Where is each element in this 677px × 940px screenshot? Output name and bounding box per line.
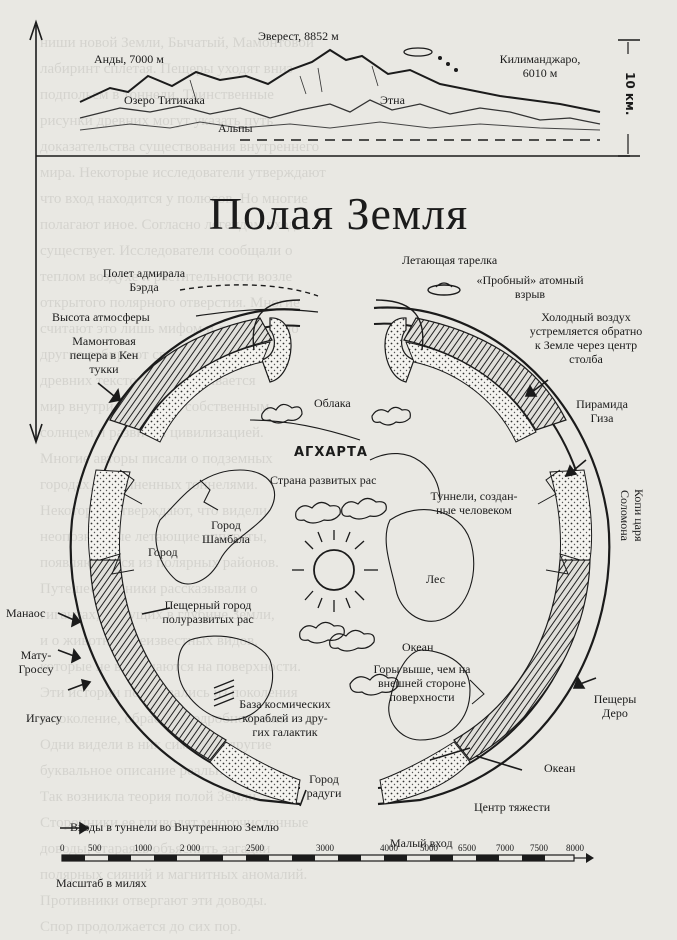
label-manaus: Манаос [6, 606, 46, 620]
scale-tick: 7000 [496, 843, 514, 853]
label-etna: Этна [380, 93, 405, 107]
label-atmosphere: Высота атмосферы [52, 310, 150, 324]
scale-tick: 6500 [458, 843, 476, 853]
label-flying-saucer: Летающая тарелка [402, 253, 498, 267]
scale-tick: 0 [60, 843, 65, 853]
page-title: Полая Земля [208, 188, 469, 239]
label-tunnel-entrances: Входы в туннели во Внутреннюю Землю [70, 820, 279, 834]
label-shambala: Город Шамбала [202, 518, 250, 546]
scale-tick: 8000 [566, 843, 584, 853]
label-agharta: АГХАРТА [294, 445, 368, 460]
scale-tick: 500 [88, 843, 102, 853]
label-titicaca: Озеро Титикака [124, 93, 205, 107]
scale-tick: 2 000 [180, 843, 201, 853]
page: ниши новой Земли, Бычатый, Мамонтовой ла… [6, 19, 646, 935]
scale-tick: 1000 [134, 843, 152, 853]
label-height-10km: 10 км. [617, 54, 637, 134]
label-rainbow-city: Город радуги [306, 772, 342, 800]
label-ocean-inner: Океан [402, 640, 434, 654]
label-king-solomon-mines: Копи царя Соломона [618, 488, 646, 542]
label-small-entrance: Малый вход [390, 836, 453, 850]
space-base-icon [213, 679, 235, 707]
label-gravity-center: Центр тяжести [474, 800, 551, 814]
scale-bar [61, 853, 594, 863]
label-space-base: База космических кораблей из дру- гих га… [239, 697, 331, 739]
label-mammoth-cave: Мамонтовая пещера в Кен тукки [69, 334, 139, 376]
label-pyramid-giza: Пирамида Гиза [576, 397, 628, 425]
label-city: Город [148, 545, 178, 559]
label-clouds: Облака [314, 396, 351, 410]
label-kilimanjaro: Килиманджаро, 6010 м [499, 52, 581, 80]
scale-tick: 2500 [246, 843, 264, 853]
label-test-explosion: «Пробный» атомный взрыв [476, 273, 584, 301]
label-scale-miles: Масштаб в милях [56, 876, 147, 890]
label-advanced-races: Страна развитых рас [270, 473, 377, 487]
label-higher-mountains: Горы выше, чем на внешней стороне поверх… [373, 662, 471, 704]
label-mato-grosso: Мату- Гроссу [18, 648, 54, 676]
label-cold-air: Холодный воздух устремляется обратно к З… [529, 310, 643, 366]
diagram-svg [29, 19, 640, 863]
hollow-earth-globe [69, 282, 611, 806]
label-dero-caves: Пещеры Деро [593, 692, 637, 720]
pointer-arrows [57, 379, 597, 835]
label-byrd-flight: Полет адмирала Бэрда [102, 266, 186, 294]
label-everest: Эверест, 8852 м [258, 29, 339, 43]
label-semi-developed-city: Пещерный город полуразвитых рас [162, 598, 254, 626]
flying-saucer-icon [427, 282, 461, 296]
label-forest: Лес [426, 572, 446, 586]
label-iguazu: Игуасу [26, 711, 62, 725]
left-depth-arrow [29, 19, 43, 445]
label-tunnels: Туннели, создан- ные человеком [430, 489, 518, 517]
label-ocean-right: Океан [544, 761, 576, 775]
scale-tick: 3000 [316, 843, 334, 853]
scale-tick: 7500 [530, 843, 548, 853]
label-andes: Анды, 7000 м [94, 52, 164, 66]
central-sun [292, 530, 378, 612]
mountain-profile [36, 39, 640, 157]
scale-tick: 5000 [420, 843, 438, 853]
label-alps: Альпы [218, 121, 253, 135]
scale-tick: 4000 [380, 843, 398, 853]
